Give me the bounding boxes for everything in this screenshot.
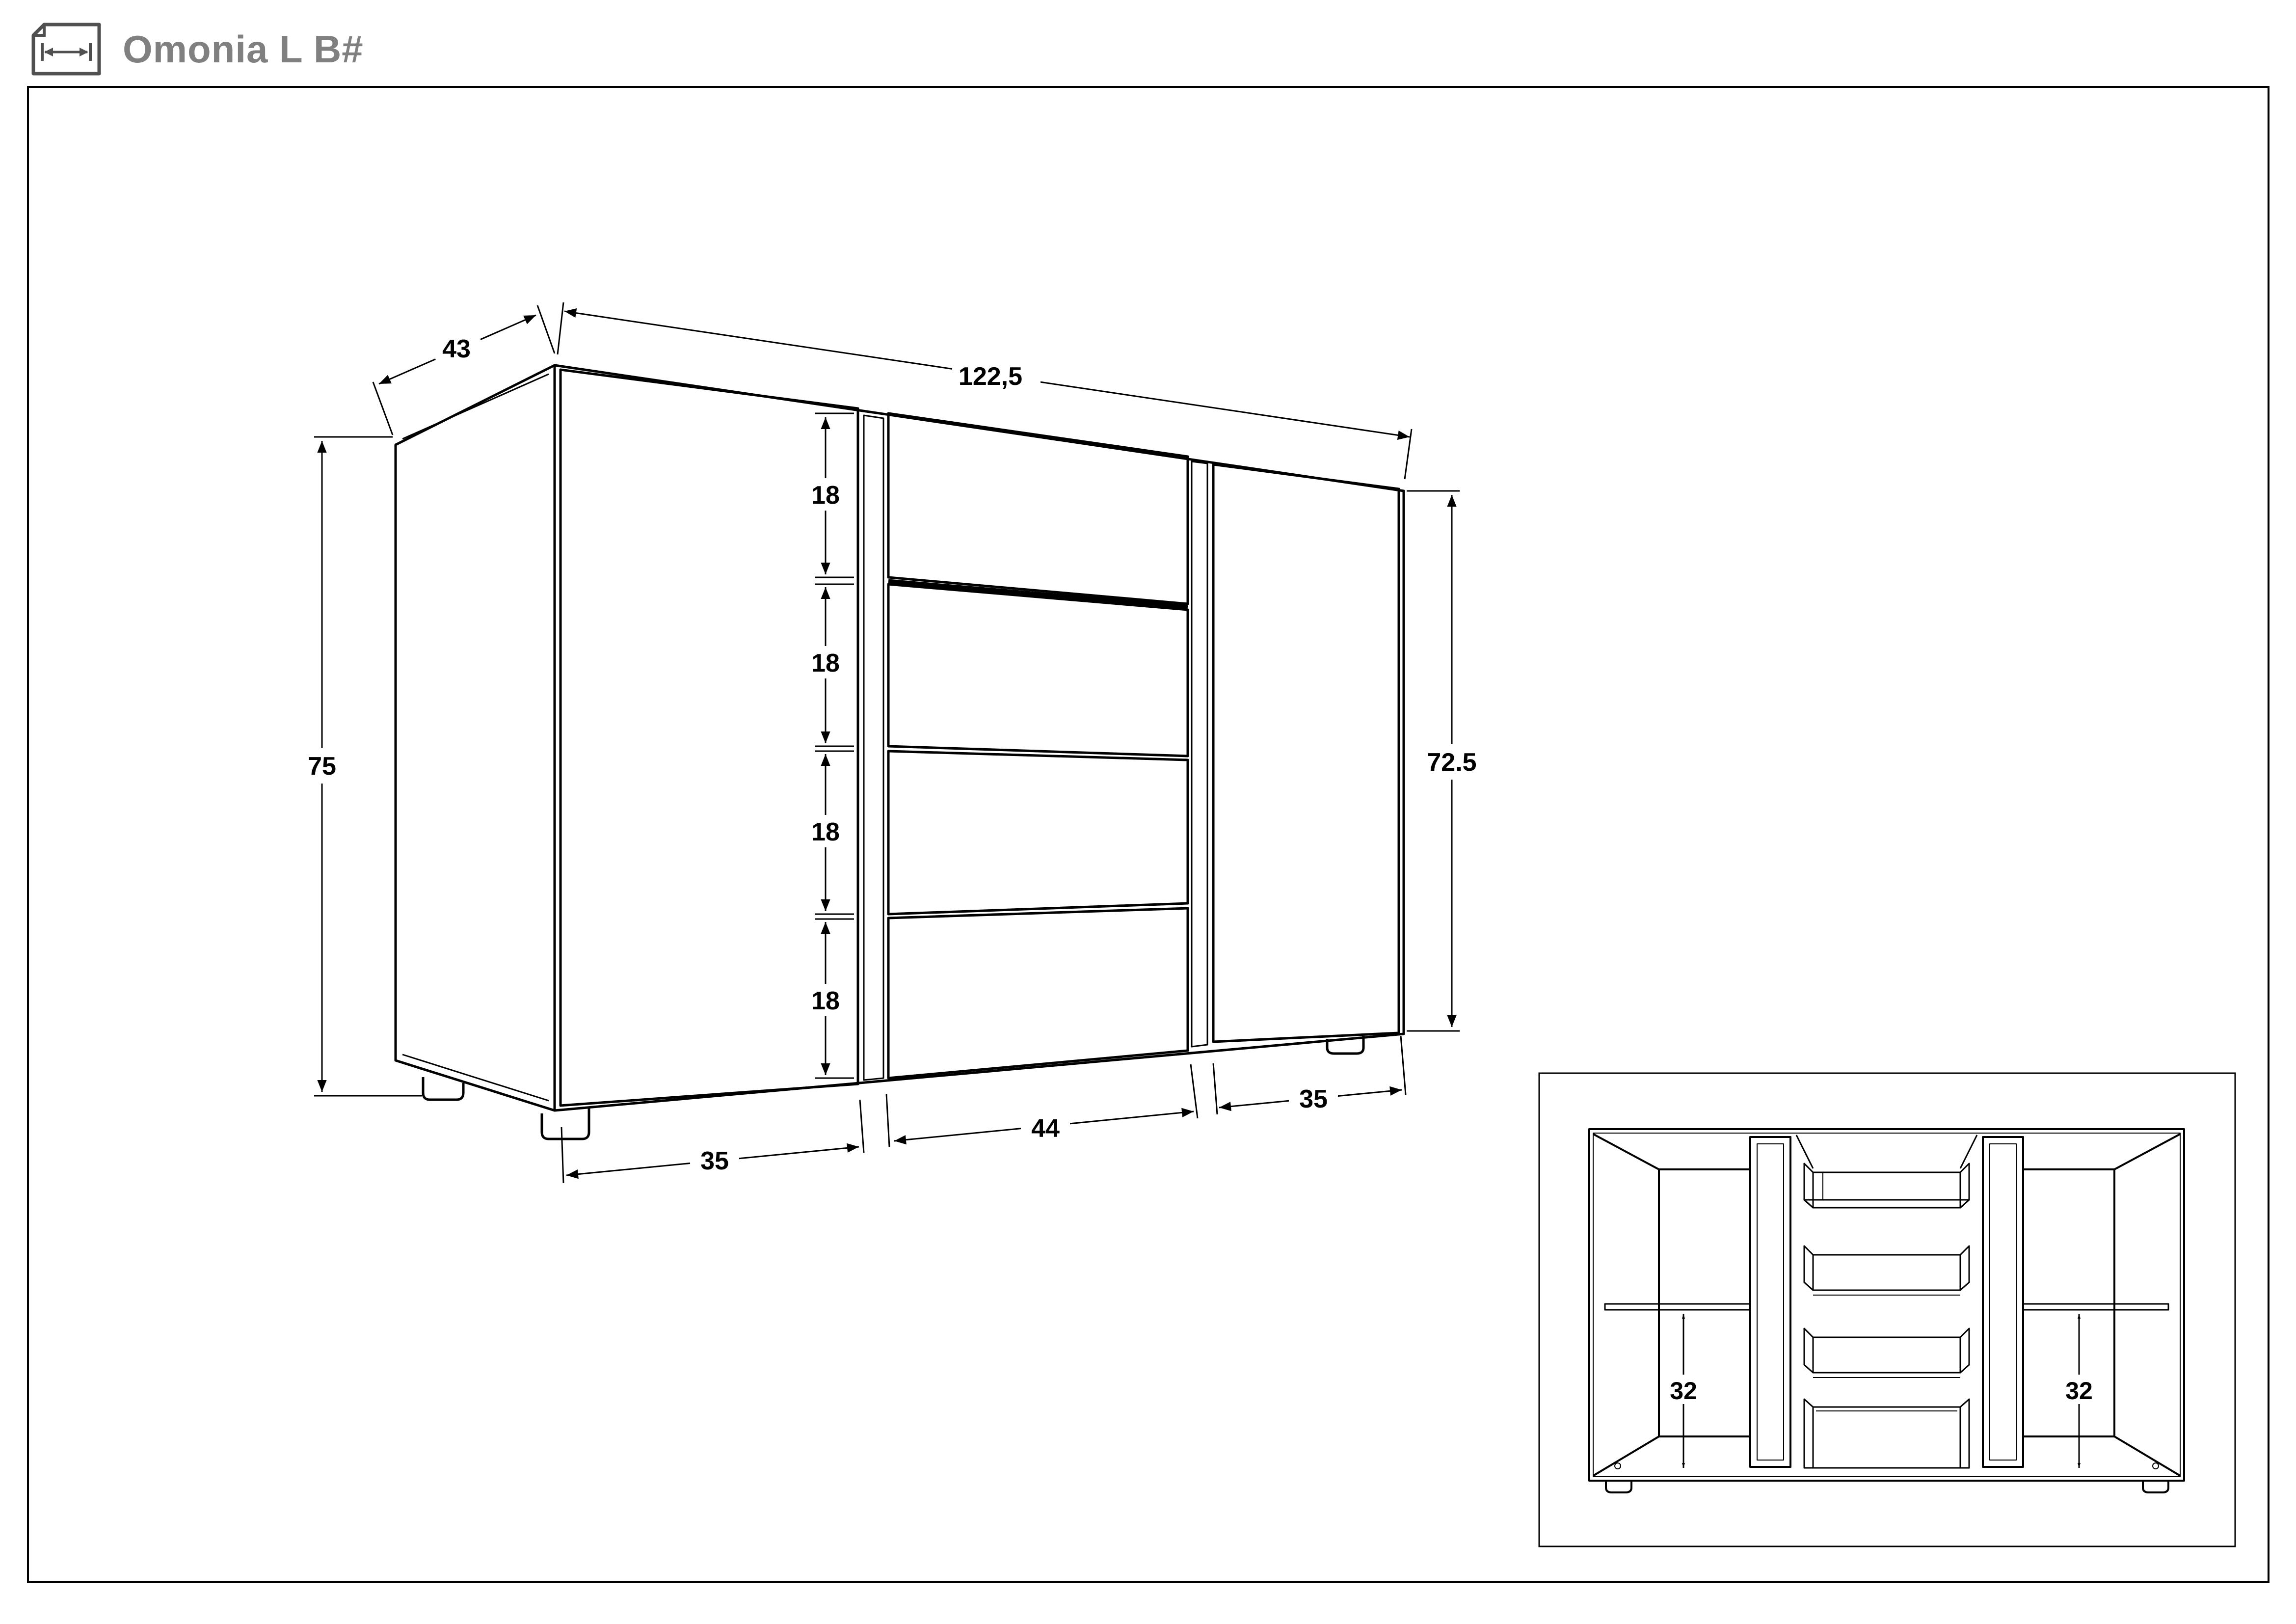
main-dimension-lines — [314, 302, 1460, 1184]
sideboard-perspective-view — [394, 364, 1405, 1140]
inset-left-compartment — [1592, 1133, 1791, 1477]
inset-foot-left — [1605, 1481, 1632, 1493]
foot-right-front — [1326, 1036, 1365, 1055]
front-frame — [553, 364, 1405, 1112]
inset-drawer-compartment — [1795, 1135, 1978, 1469]
depth-label: 43 — [442, 335, 471, 363]
height-body-label: 72.5 — [1427, 748, 1476, 777]
drawer-1-height-label: 18 — [811, 481, 840, 510]
width-dimension-icon — [31, 23, 101, 76]
right-door — [1212, 463, 1400, 1043]
inset-left-shelf-height-label: 32 — [1670, 1377, 1697, 1405]
side-panel — [394, 364, 556, 1112]
inset-left-door-edge — [1749, 1136, 1791, 1468]
inset-foot-right — [2142, 1481, 2169, 1493]
top-edge-highlight — [402, 373, 549, 440]
main-dimension-labels: 43 122,5 75 72.5 18 18 18 18 35 44 35 — [297, 320, 1485, 1177]
foot-left-front — [540, 1109, 590, 1140]
page-title: Omonia L B# — [123, 27, 364, 71]
left-divider-strip — [863, 414, 884, 1081]
inset-right-door-edge — [1982, 1136, 2024, 1468]
header: Omonia L B# — [29, 20, 364, 79]
page-frame — [27, 86, 2269, 1583]
drawer-gap-1 — [888, 579, 1188, 609]
drawer-width-label: 44 — [1031, 1114, 1060, 1143]
right-door-width-label: 35 — [1299, 1085, 1328, 1113]
drawer-4 — [887, 907, 1189, 1080]
right-divider-strip — [1191, 460, 1208, 1048]
inset-carcass — [1588, 1128, 2185, 1482]
inset-interior-view: 32 32 — [1538, 1072, 2236, 1547]
bottom-edge-highlight — [402, 1054, 549, 1102]
inset-right-compartment — [1982, 1133, 2181, 1477]
drawer-2 — [887, 583, 1189, 758]
inset-right-shelf-height-label: 32 — [2065, 1377, 2093, 1405]
inset-frame — [1538, 1072, 2236, 1547]
inset-left-shelf — [1604, 1303, 1751, 1311]
drawer-2-height-label: 18 — [811, 649, 840, 677]
drawer-1 — [887, 412, 1189, 605]
foot-left-back — [422, 1077, 465, 1101]
drawer-4-height-label: 18 — [811, 987, 840, 1015]
left-door-width-label: 35 — [700, 1147, 729, 1175]
width-label: 122,5 — [959, 362, 1022, 391]
drawer-3 — [887, 750, 1189, 916]
inset-right-shelf — [2022, 1303, 2169, 1311]
drawer-3-height-label: 18 — [811, 818, 840, 846]
height-total-label: 75 — [308, 752, 336, 781]
